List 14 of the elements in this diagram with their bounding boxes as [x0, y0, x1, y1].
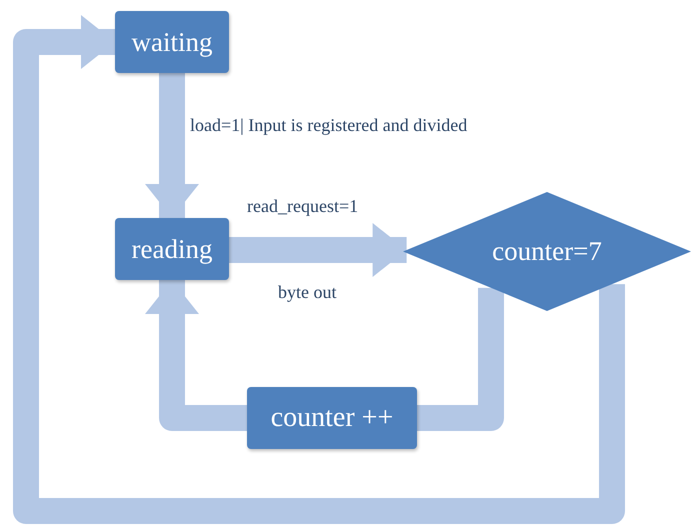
state-box [115, 218, 229, 280]
node-label: counter ++ [270, 402, 394, 434]
edge-label: load=1| Input is registered and divided [190, 115, 468, 136]
state-box [115, 11, 229, 73]
block-arrow [145, 73, 199, 218]
node-label: waiting [132, 26, 212, 58]
block-arrow [13, 15, 625, 524]
edge-label: read_request=1 [247, 196, 358, 217]
edge-note: byte out [278, 282, 336, 303]
node-label: counter=7 [492, 236, 602, 267]
decision-diamond [403, 192, 691, 311]
block-arrow [229, 223, 407, 277]
state-box [247, 387, 417, 449]
node-label: reading [132, 234, 212, 264]
